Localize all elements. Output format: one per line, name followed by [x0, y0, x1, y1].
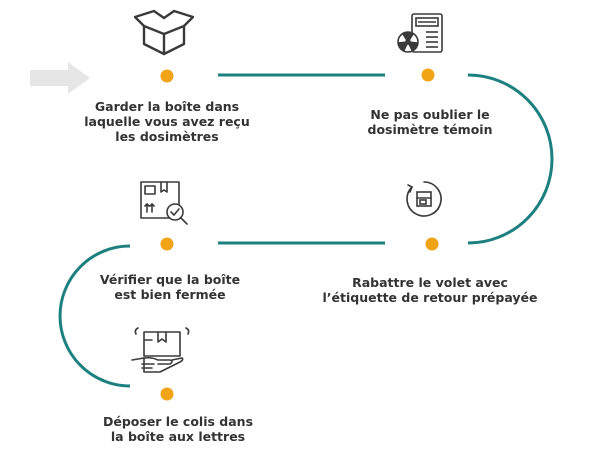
- label-line: l’étiquette de retour prépayée: [322, 290, 538, 305]
- connector-curve-2-3: [467, 73, 554, 245]
- step-5-dot: [160, 387, 174, 401]
- label-line: Vérifier que la boîte: [99, 272, 241, 287]
- label-line: dosimètre témoin: [367, 122, 493, 137]
- label-line: Rabattre le volet avec: [352, 275, 508, 290]
- step-1-label: Garder la boîte dans laquelle vous avez …: [40, 99, 294, 144]
- step-3-dot: [425, 237, 439, 251]
- label-line: laquelle vous avez reçu: [84, 114, 250, 129]
- label-line: la boîte aux lettres: [110, 429, 246, 444]
- hand-package-icon: [131, 327, 190, 373]
- start-arrow-icon: [30, 62, 90, 94]
- dosimeter-device-icon: [397, 13, 443, 53]
- open-box-icon: [133, 9, 195, 56]
- step-2-label: Ne pas oublier le dosimètre témoin: [310, 107, 550, 137]
- step-4-dot: [160, 237, 174, 251]
- label-line: les dosimètres: [115, 129, 219, 144]
- step-4-label: Vérifier que la boîte est bien fermée: [60, 272, 280, 302]
- label-line: est bien fermée: [114, 287, 226, 302]
- connector-curve-4-5: [58, 244, 131, 388]
- return-label-icon: [406, 181, 442, 217]
- box-inspection-icon: [140, 181, 188, 225]
- step-2-dot: [421, 68, 435, 82]
- step-5-label: Déposer le colis dans la boîte aux lettr…: [60, 414, 296, 444]
- label-line: Déposer le colis dans: [102, 414, 254, 429]
- label-line: Ne pas oublier le: [370, 107, 490, 122]
- step-1-dot: [160, 69, 174, 83]
- step-3-label: Rabattre le volet avec l’étiquette de re…: [290, 275, 570, 305]
- label-line: Garder la boîte dans: [94, 99, 240, 114]
